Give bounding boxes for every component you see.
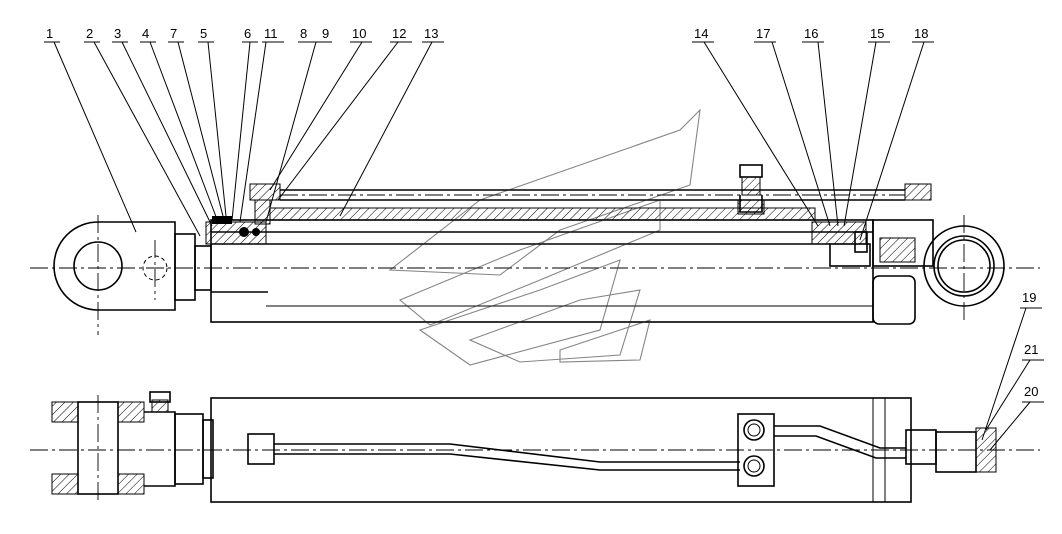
label-11: 11 (264, 26, 278, 41)
rod-clevis (51, 391, 214, 500)
label-18: 18 (914, 26, 928, 41)
label-5: 5 (200, 26, 207, 41)
label-4: 4 (142, 26, 149, 41)
label-15: 15 (870, 26, 884, 41)
bottom-barrel (210, 397, 912, 503)
label-8: 8 (300, 26, 307, 41)
label-21: 21 (1024, 342, 1038, 357)
piston-rod (211, 243, 830, 293)
cylinder-barrel (210, 207, 874, 323)
bottom-view (30, 391, 1040, 503)
top-labels: 1 2 3 4 7 5 6 11 8 9 10 12 13 14 17 16 1… (46, 26, 1038, 399)
piston (811, 221, 871, 267)
external-pipe (247, 413, 997, 487)
label-17: 17 (756, 26, 770, 41)
watermark-logo (388, 108, 701, 366)
label-2: 2 (86, 26, 93, 41)
label-14: 14 (694, 26, 708, 41)
label-3: 3 (114, 26, 121, 41)
label-6: 6 (244, 26, 251, 41)
label-13: 13 (424, 26, 438, 41)
label-10: 10 (352, 26, 366, 41)
label-16: 16 (804, 26, 818, 41)
gland-assembly (205, 183, 281, 245)
rear-cap (872, 183, 1005, 325)
label-19: 19 (1022, 290, 1036, 305)
label-9: 9 (322, 26, 329, 41)
oil-tube (280, 164, 905, 215)
label-7: 7 (170, 26, 177, 41)
top-view: 1 2 3 4 7 5 6 11 8 9 10 12 13 14 17 16 1… (30, 26, 1044, 451)
label-12: 12 (392, 26, 406, 41)
label-20: 20 (1024, 384, 1038, 399)
rod-eye (53, 215, 212, 335)
leader-lines (44, 41, 1044, 451)
label-1: 1 (46, 26, 53, 41)
